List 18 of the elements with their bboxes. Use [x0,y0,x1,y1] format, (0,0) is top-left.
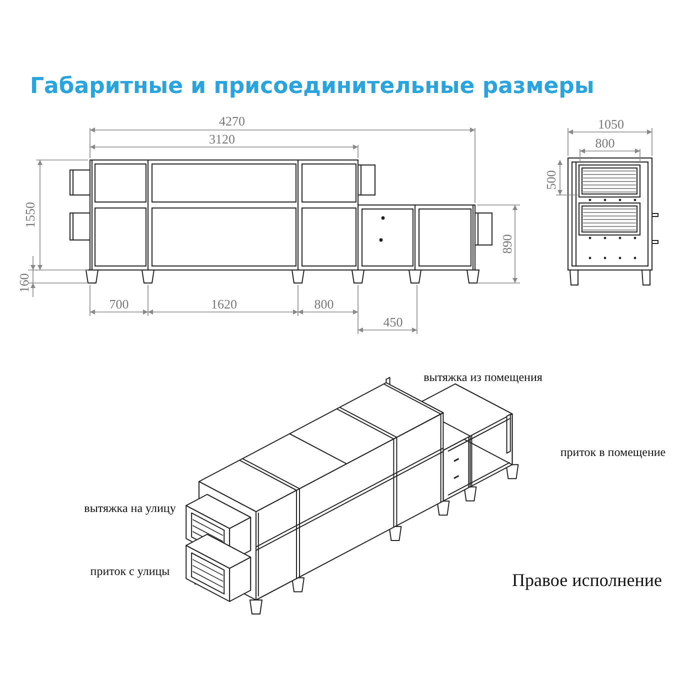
dimension-value: 800 [314,298,334,310]
dimension-value: 4270 [219,114,245,128]
dimension-value: 1550 [24,202,36,228]
dimension-value: 500 [544,170,558,190]
annotation: вытяжка на улицу [84,502,176,514]
dimension-value: 1620 [211,298,237,310]
annotation: приток с улицы [90,565,170,577]
dimension-value: 160 [18,273,30,293]
dimension-value: 890 [500,234,514,254]
annotation: вытяжка из помещения [424,371,542,383]
dimension-value: 450 [383,316,403,328]
dimension-value: 1050 [598,118,624,130]
annotation: приток в помещение [560,446,666,458]
dimension-value: 800 [595,136,615,150]
heading: Габаритные и присоединительные размеры [30,74,594,99]
dimension-value: 700 [109,298,129,310]
annotation: Правое исполнение [512,571,662,589]
dimension-value: 3120 [209,132,235,146]
